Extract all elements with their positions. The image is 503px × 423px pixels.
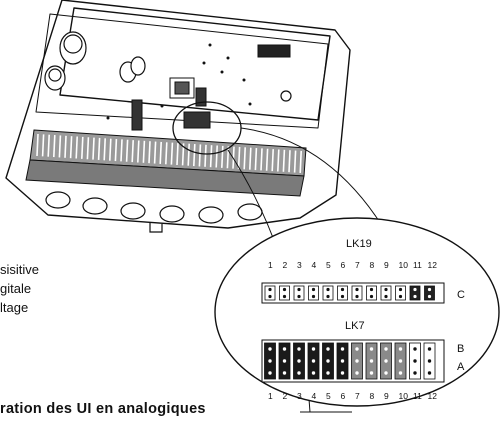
lk19-pin-number: 12 bbox=[428, 260, 438, 270]
din-rail-clip-icon bbox=[149, 222, 163, 233]
lk19-jumper-cell bbox=[337, 285, 348, 301]
terminal-strip-lower bbox=[25, 159, 305, 197]
lk19-jumper-cell bbox=[380, 285, 392, 301]
circuit-board-outline bbox=[35, 13, 329, 129]
device-body-outline bbox=[5, 0, 351, 229]
lk7-pin-number: 7 bbox=[355, 391, 360, 401]
lk7-row-label-a: A bbox=[457, 361, 465, 373]
lk19-jumper-cell bbox=[279, 285, 290, 301]
lk7-jumper-rows bbox=[261, 339, 445, 383]
legend-line-1: sisitive bbox=[0, 262, 40, 277]
lk19-jumper-cell bbox=[366, 285, 377, 301]
cable-gland-icon bbox=[82, 197, 108, 215]
lk19-jumper-row bbox=[261, 282, 445, 304]
mounting-hole-icon bbox=[280, 90, 292, 102]
cable-gland-icon bbox=[198, 206, 224, 224]
lk7-pin-number: 5 bbox=[326, 391, 331, 401]
lk19-pin-number: 6 bbox=[341, 260, 346, 270]
lk7-pin-number: 4 bbox=[312, 391, 317, 401]
lk7-pin-number: 12 bbox=[428, 391, 438, 401]
lk7-pin-number: 11 bbox=[413, 391, 422, 401]
lk7-pin-number: 6 bbox=[341, 391, 346, 401]
lk7-label: LK7 bbox=[345, 320, 365, 332]
lk19-pin-number: 1 bbox=[268, 260, 273, 270]
screw-terminal-icon bbox=[130, 56, 146, 76]
lk19-jumper-cell bbox=[424, 285, 435, 301]
lk19-pin-number: 2 bbox=[283, 260, 288, 270]
lk19-jumper-cell bbox=[308, 285, 319, 301]
lk19-jumper-cell bbox=[409, 285, 421, 301]
header-pins-icon bbox=[131, 99, 143, 131]
lk19-pin-number: 4 bbox=[312, 260, 317, 270]
lk7-pin-number: 9 bbox=[384, 391, 389, 401]
lk19-jumper-cell bbox=[351, 285, 363, 301]
lk19-jumper-cell bbox=[264, 285, 276, 301]
lk19-pin-number: 9 bbox=[384, 260, 389, 270]
chip-core-icon bbox=[174, 81, 190, 95]
lk19-jumper-cell bbox=[395, 285, 406, 301]
legend-line-2: gitale bbox=[0, 281, 32, 296]
lk19-pin-number: 5 bbox=[326, 260, 331, 270]
lk19-jumper-cell bbox=[293, 285, 305, 301]
lk19-pin-number: 10 bbox=[399, 260, 409, 270]
cable-gland-icon bbox=[120, 202, 146, 220]
lk19-label: LK19 bbox=[346, 238, 372, 250]
jumper-block-icon bbox=[183, 111, 211, 129]
lk7-pin-number: 8 bbox=[370, 391, 375, 401]
lk7-pin-number: 10 bbox=[399, 391, 409, 401]
lk7-pin-number: 1 bbox=[268, 391, 273, 401]
cable-gland-icon bbox=[45, 191, 71, 209]
lk7-pin-number: 2 bbox=[283, 391, 288, 401]
capacitor-top-icon bbox=[48, 68, 62, 82]
lk7-pin-number: 3 bbox=[297, 391, 302, 401]
relay-icon bbox=[195, 87, 207, 107]
connector-icon bbox=[257, 44, 291, 58]
legend-line-3: ltage bbox=[0, 300, 29, 315]
figure-caption: ration des UI en analogiques bbox=[0, 401, 206, 417]
lk19-pin-number: 11 bbox=[413, 260, 422, 270]
lk19-jumper-cell bbox=[322, 285, 334, 301]
lk19-pin-number: 8 bbox=[370, 260, 375, 270]
lk7-row-label-b: B bbox=[457, 343, 464, 355]
lk19-row-label-c: C bbox=[457, 289, 465, 301]
lk19-pin-number: 3 bbox=[297, 260, 302, 270]
capacitor-top-icon bbox=[63, 34, 83, 54]
cable-gland-icon bbox=[159, 205, 185, 223]
lk19-pin-number: 7 bbox=[355, 260, 360, 270]
device-inner-edge bbox=[59, 7, 331, 121]
zoom-leader-line-upper bbox=[240, 127, 387, 233]
